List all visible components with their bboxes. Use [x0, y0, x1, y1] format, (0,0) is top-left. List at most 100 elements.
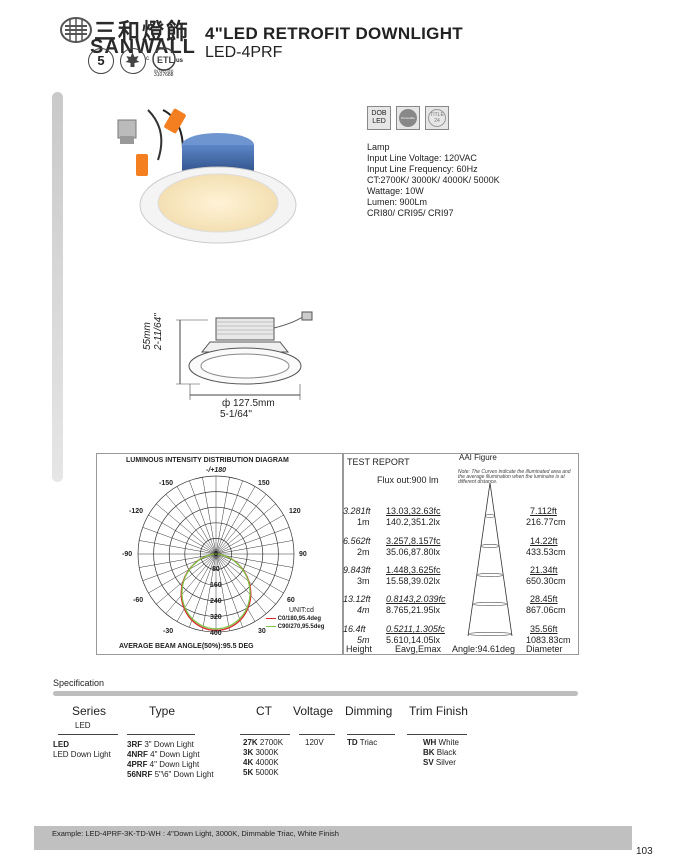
- row-height-m: 2m: [357, 547, 370, 557]
- diameter-mm: ф 127.5mm: [222, 398, 275, 409]
- model-number: LED-4PRF: [205, 44, 283, 61]
- svg-text:ETL: ETL: [157, 55, 175, 65]
- radial-label: 240: [210, 598, 222, 605]
- trim-option-code: BK: [423, 748, 435, 757]
- type-option-code: 56NRF: [127, 770, 153, 779]
- polar-spoke: [165, 553, 217, 614]
- header-voltage: Voltage: [293, 704, 334, 718]
- row-diameter-ft: 35.56ft: [530, 624, 558, 634]
- row-illum-fc: 3.257,8.157fc: [386, 536, 441, 546]
- row-height-m: 1m: [357, 517, 370, 527]
- ct-option-code: 27K: [243, 738, 258, 747]
- diameter-in: 5-1/64": [220, 409, 252, 420]
- polar-spoke: [215, 553, 267, 614]
- dimming-option: TD Triac: [347, 738, 377, 748]
- polar-spoke: [215, 477, 230, 555]
- polar-spoke: [189, 480, 217, 555]
- test-report-title: TEST REPORT: [347, 457, 410, 467]
- type-option-desc: 4" Down Light: [147, 750, 200, 759]
- cone-slice: [476, 573, 504, 577]
- ct-option-desc: 3000K: [253, 748, 279, 757]
- ct-option-desc: 2700K: [257, 738, 284, 747]
- dimming-desc: Triac: [357, 738, 378, 747]
- cert-energy-icon: [120, 48, 146, 74]
- row-height-m: 4m: [357, 605, 370, 615]
- ct-option-code: 4K: [243, 758, 254, 767]
- radial-label: 160: [210, 582, 222, 589]
- row-height-m: 5m: [357, 635, 370, 645]
- row-diameter-cm: 650.30cm: [526, 576, 566, 586]
- aai-figure-title: AAI Figure: [459, 453, 497, 462]
- height-mm: 55mm: [142, 322, 153, 350]
- radial-label: 400: [210, 630, 222, 637]
- trim-option: BK Black: [423, 748, 459, 758]
- row-diameter-cm: 433.53cm: [526, 547, 566, 557]
- underline: [407, 734, 467, 735]
- row-height-ft: 6.562ft: [343, 536, 371, 546]
- row-illum-lx: 140.2,351.2lx: [386, 517, 441, 527]
- footer-diameter: Diameter: [526, 644, 563, 654]
- intertek-number: 3107688: [154, 72, 174, 78]
- ct-option: 3K 3000K: [243, 748, 283, 758]
- dimmable-badge: Dimmable: [396, 106, 420, 130]
- trim-option: SV Silver: [423, 758, 459, 768]
- row-illum-lx: 15.58,39.02lx: [386, 576, 441, 586]
- trim-option-desc: White: [436, 738, 459, 747]
- row-diameter-ft: 14.22ft: [530, 536, 558, 546]
- angle-label: 30: [258, 628, 266, 635]
- header-type: Type: [149, 704, 176, 718]
- header-trim-finish: Trim Finish: [409, 704, 468, 718]
- header-ct: CT: [256, 704, 272, 718]
- type-option-code: 4PRF: [127, 760, 148, 769]
- height-dimension-label: 55mm 2-11/64": [142, 290, 164, 350]
- polar-spoke: [139, 540, 217, 555]
- type-option-desc: 3" Down Light: [142, 740, 194, 749]
- ct-option-code: 3K: [243, 748, 254, 757]
- legend-c0: C0/180,95.4deg: [266, 616, 321, 622]
- series-code: LED: [53, 740, 69, 749]
- row-illum-lx: 8.765,21.95lx: [386, 605, 441, 615]
- radial-label: 0: [214, 551, 218, 558]
- header-series: Series: [72, 704, 107, 718]
- cone-slice: [480, 544, 500, 548]
- angle-label: 150: [258, 480, 270, 487]
- ct-option-desc: 4000K: [253, 758, 279, 767]
- spec-line: Lamp: [367, 142, 390, 152]
- spec-line: Wattage: 10W: [367, 186, 424, 196]
- polar-spoke: [215, 553, 243, 628]
- row-illum-fc: 0.5211,1.305fc: [386, 624, 445, 634]
- underline: [58, 734, 118, 735]
- cert-warranty-icon: 5: [88, 48, 114, 74]
- test-report-panel: [343, 453, 579, 655]
- polar-spoke: [156, 503, 217, 555]
- angle-label: -/+180: [206, 467, 227, 474]
- type-option-code: 3RF: [127, 740, 143, 749]
- polar-spoke: [215, 553, 276, 605]
- polar-spoke: [215, 553, 256, 622]
- polar-spoke: [215, 540, 293, 555]
- spec-line: Input Line Frequency: 60Hz: [367, 164, 478, 174]
- spec-line: CRI80/ CRI95/ CRI97: [367, 208, 454, 218]
- polar-spoke: [215, 553, 293, 568]
- row-diameter-ft: 21.34ft: [530, 565, 558, 575]
- underline: [127, 734, 195, 735]
- polar-spoke: [176, 553, 217, 622]
- row-height-ft: 16.4ft: [343, 624, 366, 634]
- polar-spoke: [142, 527, 217, 555]
- intertek-label: INTERTEK: [154, 68, 174, 73]
- type-option: 3RF 3" Down Light: [127, 740, 214, 750]
- polar-spoke: [148, 514, 217, 555]
- polar-title: LUMINOUS INTENSITY DISTRIBUTION DIAGRAM: [126, 457, 289, 464]
- specification-label: Specification: [53, 678, 105, 688]
- ct-option: 5K 5000K: [243, 768, 283, 778]
- polar-spoke: [215, 514, 284, 555]
- header-dimming: Dimming: [345, 704, 393, 718]
- cone-slice: [472, 602, 508, 606]
- ct-option-desc: 5000K: [253, 768, 279, 777]
- title24-badge: TITLE 24: [425, 106, 449, 130]
- angle-label: 60: [287, 597, 295, 604]
- dimension-drawing: [176, 311, 313, 400]
- row-diameter-cm: 867.06cm: [526, 605, 566, 615]
- footer-eavg: Eavg,Emax: [395, 644, 442, 654]
